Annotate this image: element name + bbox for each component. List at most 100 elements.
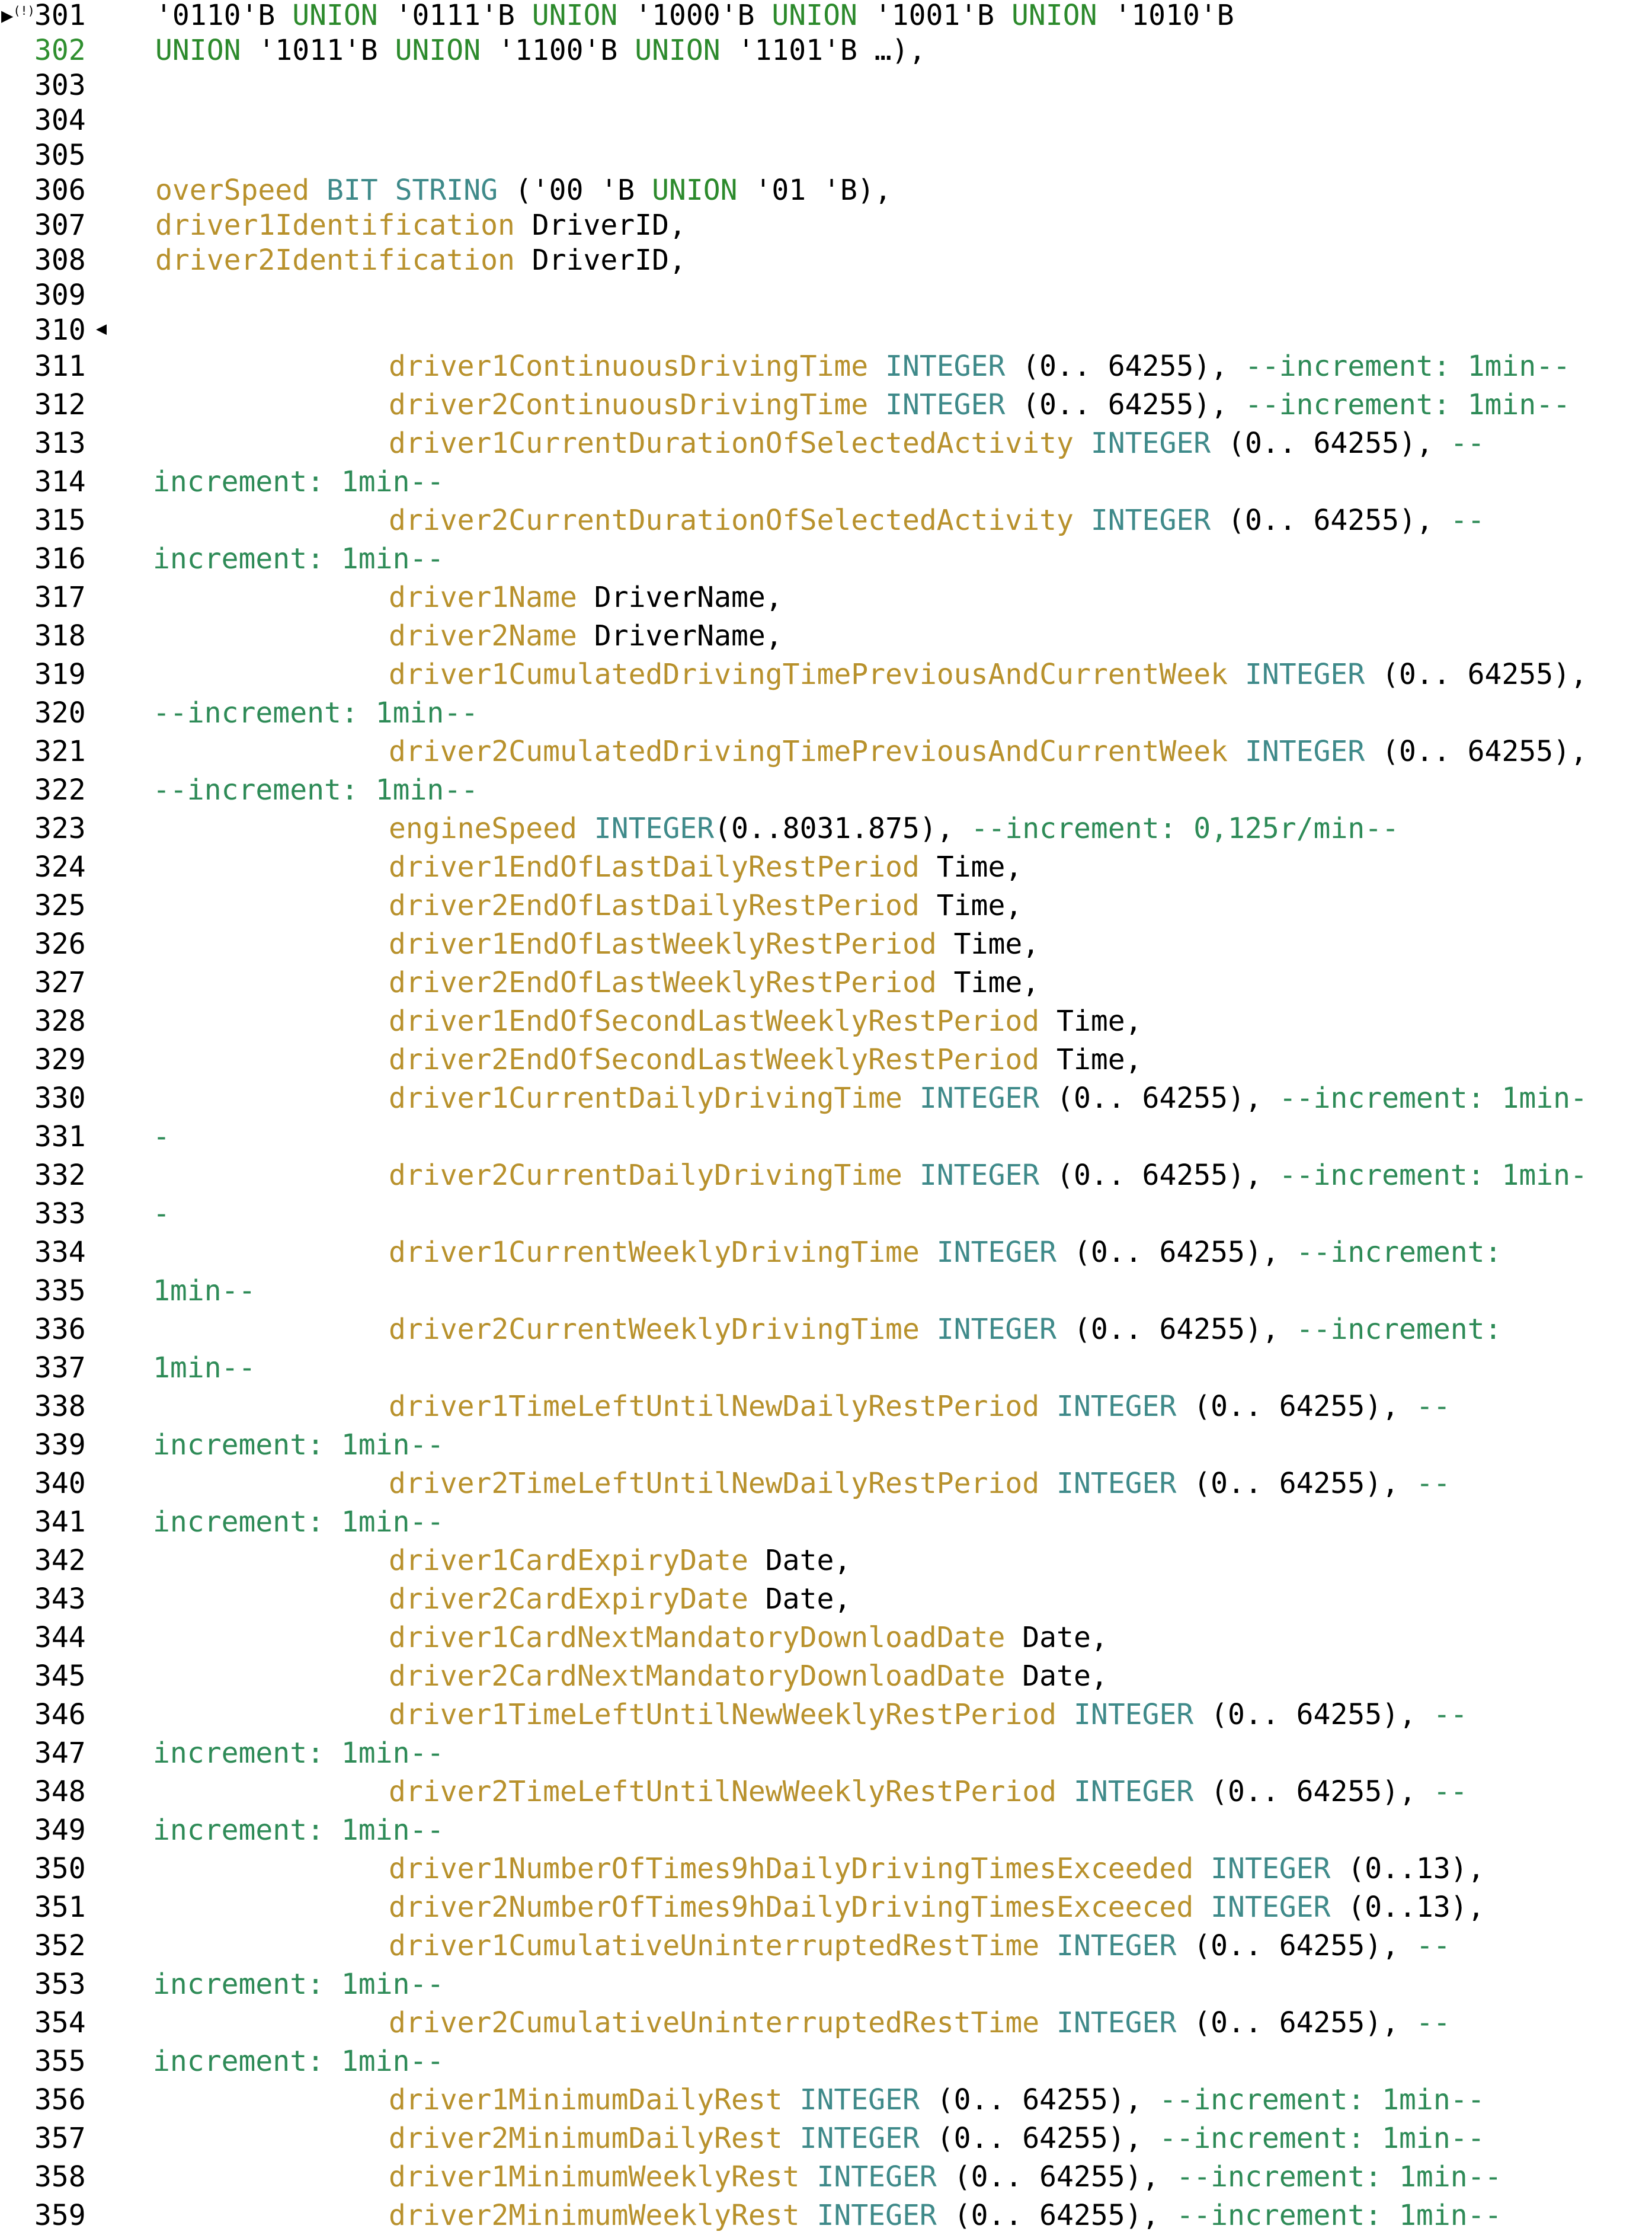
code-line[interactable]: driver1CumulativeUninterruptedRestTime I… [389,1927,1451,1965]
text-token: (0.. 64255), [1193,1775,1433,1808]
code-line[interactable]: increment: 1min-- [153,1811,444,1849]
code-line[interactable]: driver2TimeLeftUntilNewWeeklyRestPeriod … [389,1773,1468,1811]
comment-token: 1min-- [153,1351,256,1385]
text-token: (0.. 64255), [919,2122,1160,2155]
code-line[interactable]: driver1MinimumDailyRest INTEGER (0.. 642… [389,2081,1485,2119]
code-line[interactable]: driver1Name DriverName, [389,578,783,616]
line-number: 327 [34,966,86,999]
code-line[interactable]: driver1TimeLeftUntilNewWeeklyRestPeriod … [389,1696,1468,1734]
code-line[interactable]: driver2ContinuousDrivingTime INTEGER (0.… [389,386,1570,424]
code-line[interactable]: driver1Identification DriverID, [155,206,686,244]
code-line[interactable]: 1min-- [153,1349,255,1387]
identifier-token: driver1CurrentWeeklyDrivingTime [389,1236,920,1269]
code-line[interactable]: driver2Name DriverName, [389,617,783,655]
code-line[interactable]: driver2EndOfLastWeeklyRestPeriod Time, [389,964,1039,1002]
identifier-token: driver1TimeLeftUntilNewWeeklyRestPeriod [389,1698,1057,1731]
code-line[interactable]: driver1CumulatedDrivingTimePreviousAndCu… [389,656,1587,693]
line-number: 356 [34,2083,86,2116]
code-line[interactable]: engineSpeed INTEGER(0..8031.875), --incr… [389,810,1399,848]
line-number: 342 [34,1544,86,1577]
comment-token: --increment: 1min-- [1176,2199,1502,2232]
code-line[interactable]: driver1MinimumWeeklyRest INTEGER (0.. 64… [389,2158,1501,2196]
keyword-token: UNION [652,174,738,207]
type-token: INTEGER [1056,1390,1177,1423]
code-line[interactable]: increment: 1min-- [153,540,444,578]
code-line[interactable]: driver2EndOfSecondLastWeeklyRestPeriod T… [389,1041,1142,1079]
code-line[interactable]: driver1CardExpiryDate Date, [389,1542,851,1579]
type-token: INTEGER [1211,1852,1331,1885]
line-number: 310 [34,314,86,347]
text-token [1039,1929,1056,1962]
code-line[interactable]: increment: 1min-- [153,2042,444,2080]
warning-badge-icon: (!) [13,4,35,18]
code-line[interactable]: driver1ContinuousDrivingTime INTEGER (0.… [389,347,1570,385]
type-token: INTEGER [817,2199,937,2232]
code-line[interactable]: overSpeed BIT STRING ('00 'B UNION '01 '… [155,171,892,209]
text-token: (0..8031.875), [714,812,971,845]
code-line[interactable]: increment: 1min-- [153,1965,444,2003]
code-line[interactable]: driver1EndOfLastWeeklyRestPeriod Time, [389,925,1039,963]
text-token: Date, [748,1582,851,1616]
identifier-token: driver2Name [389,619,577,653]
code-line[interactable]: driver2NumberOfTimes9hDailyDrivingTimesE… [389,1888,1485,1926]
line-number: 354 [34,2006,86,2039]
code-line[interactable]: driver2Identification DriverID, [155,241,686,279]
code-line[interactable]: driver1EndOfSecondLastWeeklyRestPeriod T… [389,1002,1142,1040]
type-token: INTEGER [1056,1929,1177,1962]
code-line[interactable]: driver1CardNextMandatoryDownloadDate Dat… [389,1619,1108,1657]
code-line[interactable]: driver2CardExpiryDate Date, [389,1580,851,1618]
line-number: 306 [34,174,86,207]
code-line[interactable]: increment: 1min-- [153,1426,444,1464]
line-number: 314 [34,465,86,498]
code-line[interactable]: driver1EndOfLastDailyRestPeriod Time, [389,848,1022,886]
code-line[interactable]: driver1TimeLeftUntilNewDailyRestPeriod I… [389,1387,1451,1425]
comment-token: --increment: [1296,1236,1502,1269]
code-line[interactable]: '0110'B UNION '0111'B UNION '1000'B UNIO… [155,0,1234,34]
breakpoint-marker-icon[interactable]: ▶(!) [1,5,35,25]
text-token: (0.. 64255), [1176,1929,1416,1962]
text-token [783,2083,800,2116]
code-line[interactable]: driver2CardNextMandatoryDownloadDate Dat… [389,1657,1108,1695]
identifier-token: driver1CardExpiryDate [389,1544,748,1577]
code-line[interactable]: driver2CurrentWeeklyDrivingTime INTEGER … [389,1310,1501,1348]
code-line[interactable]: - [153,1118,170,1156]
code-line[interactable]: driver1CurrentDurationOfSelectedActivity… [389,424,1485,462]
text-token [783,2122,800,2155]
code-line[interactable]: increment: 1min-- [153,1503,444,1541]
text-token [800,2160,817,2194]
code-line[interactable]: 1min-- [153,1272,255,1310]
line-number: 305 [34,139,86,172]
code-line[interactable]: --increment: 1min-- [153,771,478,809]
code-line[interactable]: driver1CurrentWeeklyDrivingTime INTEGER … [389,1233,1501,1271]
code-line[interactable]: --increment: 1min-- [153,694,478,732]
code-line[interactable]: driver2TimeLeftUntilNewDailyRestPeriod I… [389,1465,1451,1502]
identifier-token: driver1TimeLeftUntilNewDailyRestPeriod [389,1390,1040,1423]
code-line[interactable]: driver1NumberOfTimes9hDailyDrivingTimesE… [389,1850,1485,1888]
text-token: Time, [936,928,1040,961]
code-line[interactable]: driver2CurrentDailyDrivingTime INTEGER (… [389,1156,1587,1194]
text-token: (0.. 64255), [1005,350,1245,383]
code-line[interactable]: driver2CumulativeUninterruptedRestTime I… [389,2004,1451,2042]
type-token: INTEGER [1056,2006,1177,2039]
comment-token: increment: 1min-- [153,1737,444,1770]
code-line[interactable]: driver2CurrentDurationOfSelectedActivity… [389,501,1485,539]
identifier-token: driver2CurrentWeeklyDrivingTime [389,1313,920,1346]
text-token: DriverName, [577,581,783,614]
text-token: (0.. 64255), [1365,735,1587,768]
code-line[interactable]: UNION '1011'B UNION '1100'B UNION '1101'… [155,31,926,69]
code-line[interactable]: driver2MinimumDailyRest INTEGER (0.. 642… [389,2119,1485,2157]
line-number: 322 [34,773,86,807]
code-line[interactable]: driver2MinimumWeeklyRest INTEGER (0.. 64… [389,2196,1501,2234]
type-token: INTEGER [1073,1698,1194,1731]
code-line[interactable]: driver1CurrentDailyDrivingTime INTEGER (… [389,1079,1587,1117]
code-line[interactable]: - [153,1195,170,1233]
code-line[interactable]: increment: 1min-- [153,1734,444,1772]
fold-collapse-icon[interactable]: ◀ [96,318,107,339]
line-number: 328 [34,1005,86,1038]
code-line[interactable]: increment: 1min-- [153,463,444,501]
text-token: Date, [1005,1660,1108,1693]
code-line[interactable]: driver2EndOfLastDailyRestPeriod Time, [389,887,1022,925]
type-token: INTEGER [1090,427,1211,460]
code-line[interactable]: driver2CumulatedDrivingTimePreviousAndCu… [389,733,1587,770]
